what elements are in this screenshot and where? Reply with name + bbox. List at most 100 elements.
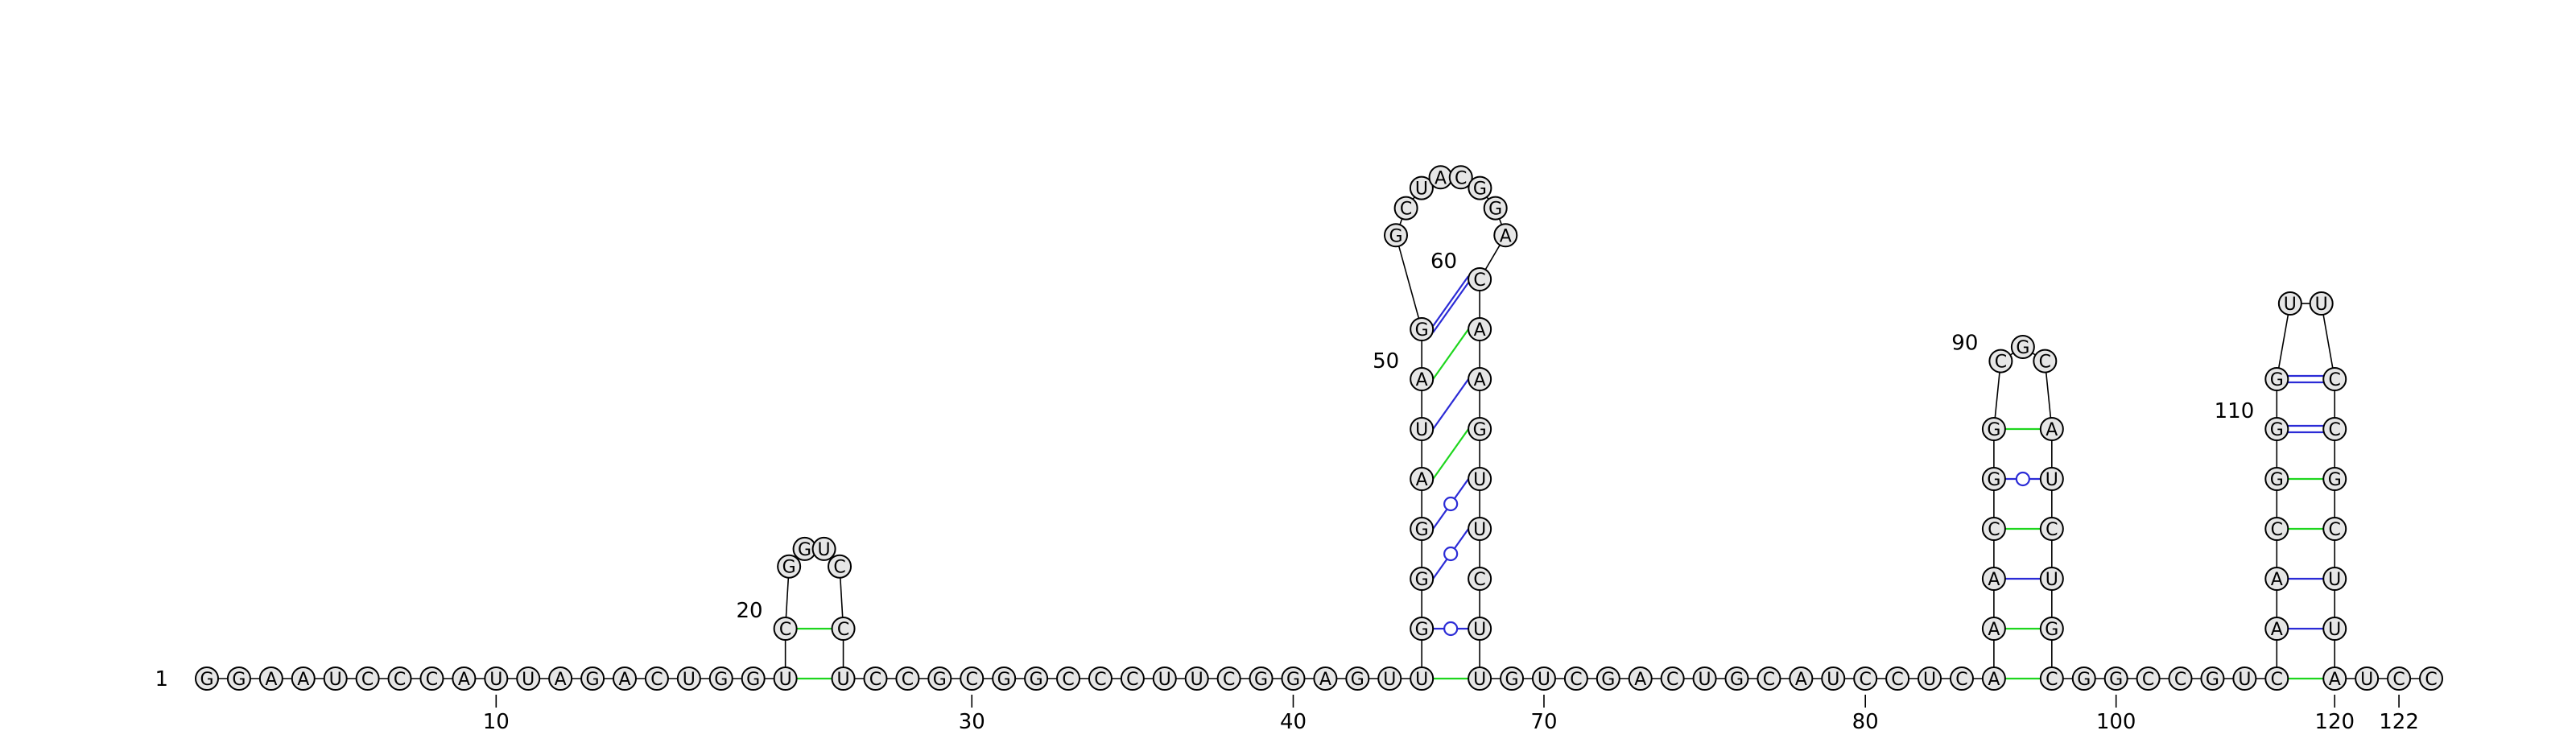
backbone-layer xyxy=(207,176,2431,679)
nucleotide-53: C xyxy=(1393,196,1418,221)
svg-text:G: G xyxy=(1987,420,2000,440)
nucleotide-65: U xyxy=(1468,517,1492,541)
svg-text:G: G xyxy=(1351,670,1364,690)
position-label: 80 xyxy=(1852,710,1879,734)
svg-text:A: A xyxy=(458,670,470,690)
base-pair-layer xyxy=(796,275,2324,680)
nucleotide-8: C xyxy=(419,667,444,691)
nucleotide-89: G xyxy=(1981,417,2006,441)
position-label: 120 xyxy=(2314,710,2355,734)
nucleotide-42: G xyxy=(1345,667,1370,691)
svg-text:A: A xyxy=(2271,570,2283,590)
svg-text:A: A xyxy=(1988,620,2000,640)
nucleotide-84: A xyxy=(1981,667,2006,691)
svg-text:C: C xyxy=(2425,670,2437,690)
nucleotide-57: G xyxy=(1468,175,1492,200)
nucleotide-23: U xyxy=(811,536,836,561)
svg-text:G: G xyxy=(1415,570,1429,590)
nucleotide-80: C xyxy=(1853,667,1878,691)
nucleotide-58: G xyxy=(1483,196,1508,221)
nucleotide-71: C xyxy=(1563,667,1588,691)
svg-text:U: U xyxy=(818,540,831,560)
nucleotide-79: U xyxy=(1821,667,1846,691)
position-label: 122 xyxy=(2379,710,2419,734)
nucleotide-1: G xyxy=(195,667,219,691)
svg-text:G: G xyxy=(1488,200,1502,220)
svg-text:G: G xyxy=(2270,420,2284,440)
svg-text:U: U xyxy=(1473,670,1486,690)
svg-text:G: G xyxy=(714,670,728,690)
nucleotide-15: C xyxy=(644,667,669,691)
svg-text:C: C xyxy=(1988,520,2000,540)
svg-text:G: G xyxy=(1254,670,1268,690)
nucleotide-95: C xyxy=(2039,517,2064,541)
svg-text:A: A xyxy=(1416,370,1428,390)
nucleotide-49: U xyxy=(1410,417,1435,441)
svg-text:A: A xyxy=(1435,168,1447,188)
svg-text:C: C xyxy=(1094,670,1106,690)
svg-text:U: U xyxy=(1415,180,1428,200)
nucleotide-101: C xyxy=(2136,667,2161,691)
nucleotide-35: C xyxy=(1120,667,1145,691)
svg-text:A: A xyxy=(618,670,630,690)
svg-text:C: C xyxy=(1223,670,1235,690)
svg-text:C: C xyxy=(2142,670,2154,690)
svg-text:G: G xyxy=(1987,470,2000,490)
svg-text:C: C xyxy=(2392,670,2405,690)
base-pair-line xyxy=(1432,328,1470,380)
wobble-pair-marker xyxy=(1443,546,1459,562)
nucleotide-27: C xyxy=(863,667,888,691)
nucleotide-73: A xyxy=(1628,667,1653,691)
nucleotide-40: G xyxy=(1281,667,1306,691)
svg-text:G: G xyxy=(1415,320,1429,340)
svg-text:A: A xyxy=(1988,670,2000,690)
nucleotide-99: G xyxy=(2071,667,2096,691)
nucleotide-86: A xyxy=(1981,567,2006,591)
svg-text:G: G xyxy=(2328,470,2342,490)
svg-text:C: C xyxy=(1666,670,1678,690)
svg-text:C: C xyxy=(2271,520,2283,540)
svg-text:G: G xyxy=(1286,670,1300,690)
nucleotide-120: A xyxy=(2322,667,2347,691)
svg-text:C: C xyxy=(1126,670,1138,690)
nucleotide-30: C xyxy=(960,667,985,691)
svg-text:U: U xyxy=(1473,620,1486,640)
wobble-pair-marker xyxy=(2015,471,2030,487)
svg-text:U: U xyxy=(1473,470,1486,490)
svg-text:G: G xyxy=(232,670,246,690)
nucleotide-100: G xyxy=(2103,667,2128,691)
svg-text:G: G xyxy=(1415,520,1429,540)
svg-text:U: U xyxy=(683,670,696,690)
nucleotide-61: A xyxy=(1468,317,1492,341)
nucleotide-114: C xyxy=(2322,367,2347,391)
nucleotide-48: A xyxy=(1410,467,1435,491)
nucleotide-9: A xyxy=(452,667,477,691)
nucleotide-14: A xyxy=(613,667,638,691)
nucleotide-10: U xyxy=(484,667,509,691)
nucleotide-70: U xyxy=(1531,667,1556,691)
svg-text:A: A xyxy=(265,670,277,690)
nucleotide-51: G xyxy=(1410,317,1435,341)
nucleotide-106: A xyxy=(2264,617,2289,641)
position-label: 70 xyxy=(1530,710,1557,734)
nucleotide-76: G xyxy=(1724,667,1749,691)
nucleotide-67: U xyxy=(1468,617,1492,641)
nucleotide-109: G xyxy=(2264,467,2289,491)
nucleotide-64: U xyxy=(1468,467,1492,491)
svg-text:U: U xyxy=(2238,670,2251,690)
nucleotide-19: U xyxy=(773,667,798,691)
wobble-pair-marker xyxy=(1443,621,1459,637)
svg-text:A: A xyxy=(555,670,567,690)
svg-text:U: U xyxy=(1383,670,1396,690)
svg-text:U: U xyxy=(1473,520,1486,540)
svg-text:C: C xyxy=(361,670,374,690)
nucleotide-39: G xyxy=(1249,667,1274,691)
nucleotide-34: C xyxy=(1088,667,1113,691)
nucleotide-105: C xyxy=(2264,667,2289,691)
svg-text:C: C xyxy=(837,620,849,640)
nucleotide-54: U xyxy=(1409,175,1434,200)
svg-text:G: G xyxy=(1601,670,1615,690)
svg-text:A: A xyxy=(1988,570,2000,590)
svg-text:C: C xyxy=(650,670,663,690)
nucleotide-46: G xyxy=(1410,567,1435,591)
